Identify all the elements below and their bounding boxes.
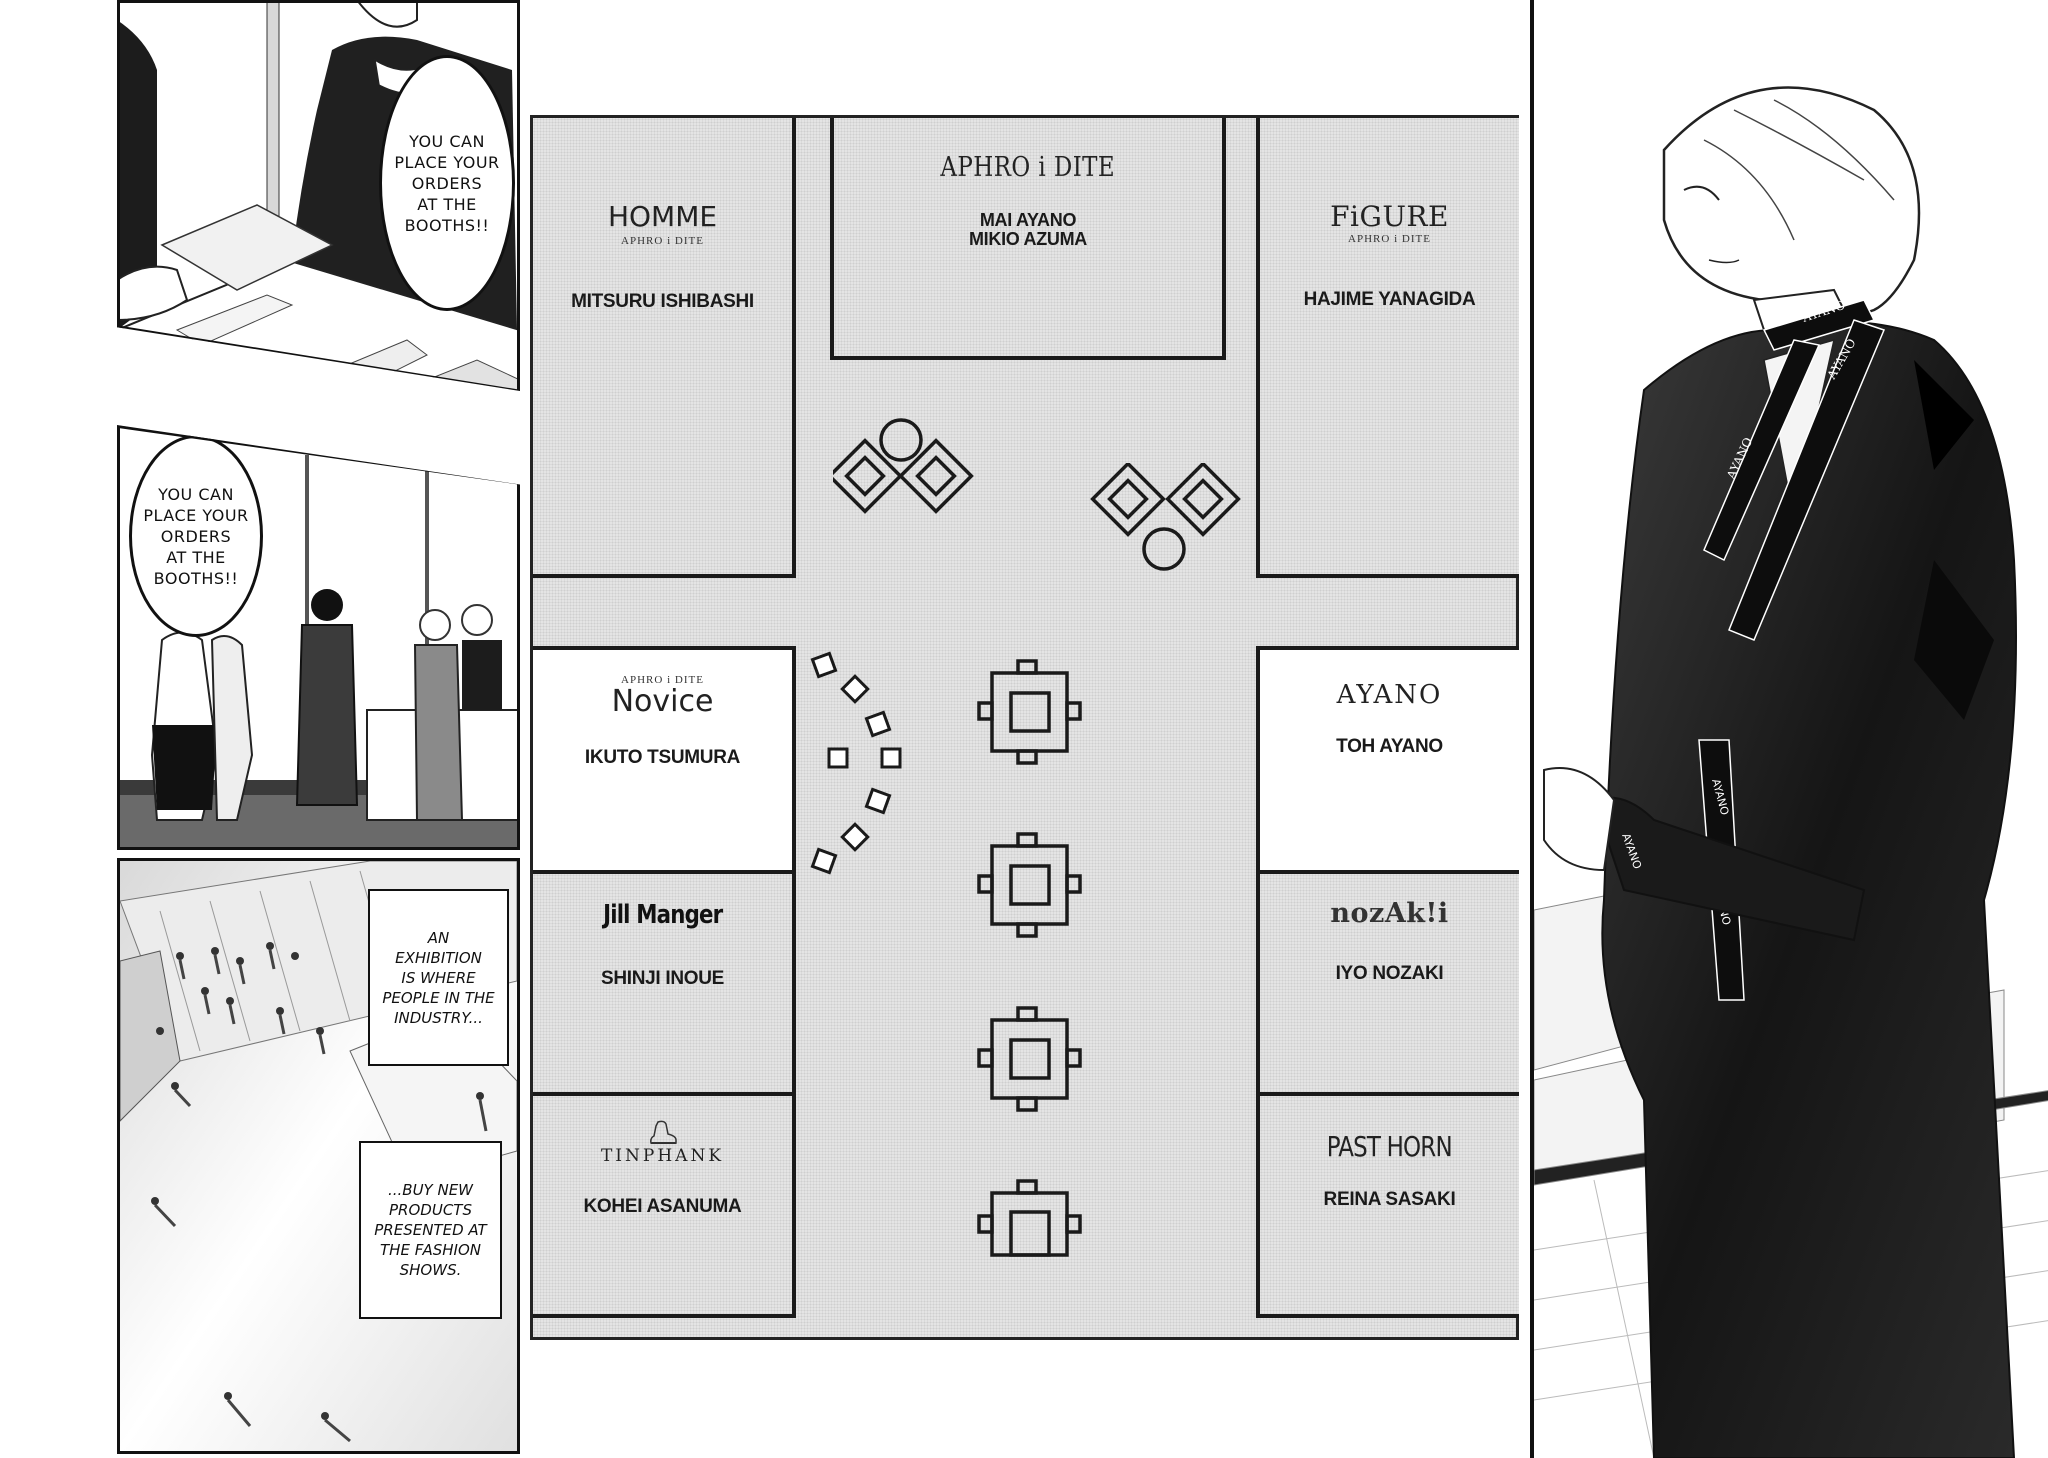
booth-past-horn[interactable]: PAST HORN REINA SASAKI (1256, 1092, 1519, 1318)
booth-tinphank[interactable]: TINPHANK KOHEI ASANUMA (533, 1092, 796, 1318)
designer-name: KOHEI ASANUMA (583, 1196, 742, 1217)
boot-logo-icon (649, 1120, 677, 1144)
booth-ayano[interactable]: AYANO TOH AYANO (1256, 646, 1519, 874)
designer-name: SHINJI INOUE (600, 968, 725, 989)
brand-sublogo: APHRO i DITE (621, 235, 704, 247)
brand-logo-tinphank: TINPHANK (600, 1146, 725, 1166)
manga-panel-1: YOU CAN PLACE YOUR ORDERS AT THE BOOTHS!… (117, 0, 520, 391)
brand-logo-aphrodite: APHRO i DITE (940, 152, 1116, 183)
designer-name: IKUTO TSUMURA (584, 747, 741, 768)
lounge-seating-2 (1090, 463, 1241, 571)
brand-logo-homme: HOMME (607, 200, 718, 233)
manga-panel-character: AYANO AYANO AYANO AYANO AYANO AYANO (1530, 0, 2048, 1458)
exhibition-floor-map: HOMME APHRO i DITE MITSURU ISHIBASHI APH… (530, 115, 1519, 1340)
display-table-2 (977, 832, 1082, 938)
designer-name: MAI AYANO MIKIO AZUMA (968, 210, 1087, 249)
character-in-ayano-jacket-illustration: AYANO AYANO AYANO AYANO AYANO AYANO (1534, 86, 2048, 1458)
brand-logo-jill-manger: Jill Manger (602, 900, 723, 930)
designer-name: IYO NOZAKI (1335, 963, 1444, 984)
brand-logo-past-horn: PAST HORN (1326, 1130, 1453, 1163)
display-table-3 (977, 1006, 1082, 1112)
brand-sublogo: APHRO i DITE (1348, 233, 1431, 245)
booth-homme[interactable]: HOMME APHRO i DITE MITSURU ISHIBASHI (533, 118, 796, 578)
manga-panel-3: AN EXHIBITION IS WHERE PEOPLE IN THE IND… (117, 858, 520, 1454)
narration-caption-1: AN EXHIBITION IS WHERE PEOPLE IN THE IND… (368, 889, 509, 1066)
display-table-4 (977, 1179, 1082, 1257)
speech-bubble-orders-2: YOU CAN PLACE YOUR ORDERS AT THE BOOTHS!… (129, 435, 263, 637)
display-table-1 (977, 659, 1082, 765)
lounge-seating-1 (833, 418, 974, 514)
brand-logo-novice: Novice (611, 684, 714, 719)
narration-caption-2: ...BUY NEW PRODUCTS PRESENTED AT THE FAS… (359, 1141, 502, 1319)
manga-panel-2: YOU CAN PLACE YOUR ORDERS AT THE BOOTHS!… (117, 425, 520, 850)
brand-logo-nozaki: nozAk!i (1330, 898, 1449, 929)
speech-bubble-orders-1: YOU CAN PLACE YOUR ORDERS AT THE BOOTHS!… (379, 55, 515, 311)
booth-jill-manger[interactable]: Jill Manger SHINJI INOUE (533, 870, 796, 1096)
designer-name: TOH AYANO (1336, 736, 1443, 757)
brand-logo-figure: FiGURE (1330, 200, 1449, 233)
booth-aphrodite[interactable]: APHRO i DITE MAI AYANO MIKIO AZUMA (830, 118, 1226, 360)
runway-chairs-arc (810, 651, 902, 875)
brand-logo-ayano: AYANO (1336, 680, 1443, 710)
designer-name: REINA SASAKI (1323, 1189, 1456, 1210)
booth-nozaki[interactable]: nozAk!i IYO NOZAKI (1256, 870, 1519, 1096)
booth-novice[interactable]: APHRO i DITE Novice IKUTO TSUMURA (533, 646, 796, 874)
designer-name: HAJIME YANAGIDA (1303, 289, 1476, 310)
booth-figure[interactable]: FiGURE APHRO i DITE HAJIME YANAGIDA (1256, 118, 1519, 578)
brand-sublogo: APHRO i DITE (621, 674, 704, 686)
designer-name: MITSURU ISHIBASHI (571, 291, 754, 312)
